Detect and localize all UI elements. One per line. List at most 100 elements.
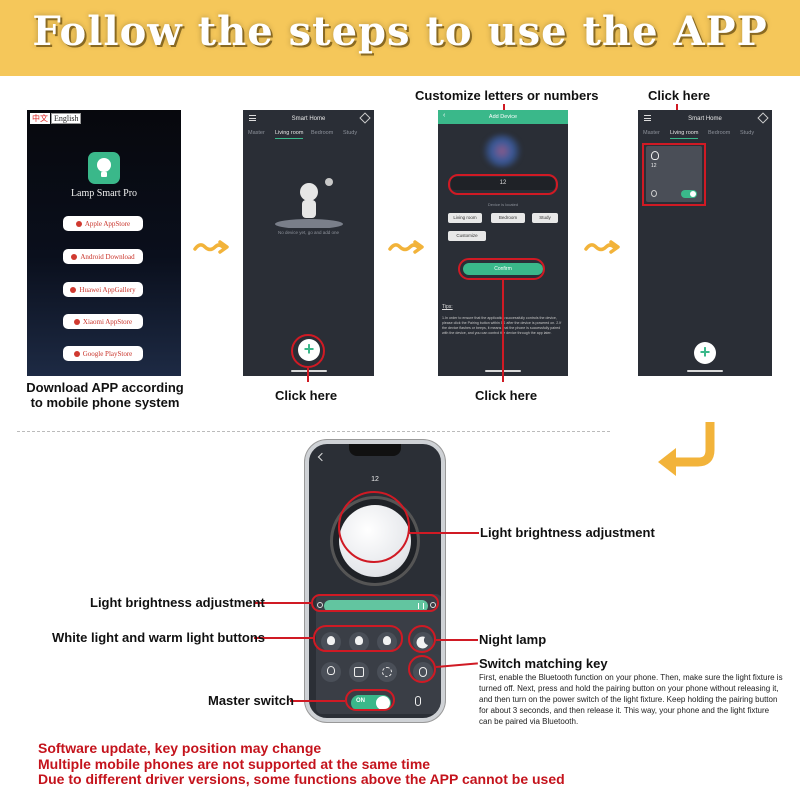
pointer-line [436,639,478,641]
tab-master[interactable]: Master [248,130,265,136]
timer-button[interactable] [349,662,369,682]
apple-appstore-button[interactable]: Apple AppStore [63,216,143,231]
highlight-box [642,143,706,206]
screen-title: Smart Home [291,116,326,122]
step2-caption: Click here [275,388,338,403]
toggle-label: ON [356,698,365,704]
brightness-slider[interactable] [324,600,428,612]
highlight-box [345,689,395,711]
microphone-icon[interactable] [415,696,421,706]
highlight-ring [408,655,436,683]
pointer-line [409,532,479,534]
section-divider [17,431,610,432]
screen-title: Smart Home [688,116,722,122]
step3-caption-top: Customize letters or numbers [415,88,599,103]
bulb-small-icon [651,190,657,197]
xiaomi-appstore-button[interactable]: Xiaomi AppStore [63,314,143,329]
tips-body: 1.In order to ensure that the applicatio… [442,316,562,335]
tab-bedroom[interactable]: Bedroom [708,130,731,136]
pointer-line [290,700,345,702]
step1-caption: Download APP according to mobile phone s… [26,380,184,410]
tab-study[interactable]: Study [343,130,358,136]
store-label: Huawei AppGallery [79,285,136,294]
control-device-name: 12 [371,476,379,483]
label-white-warm: White light and warm light buttons [52,630,266,645]
step3-caption-bottom: Click here [475,388,538,403]
note-multiple-phones: Multiple mobile phones are not supported… [38,756,431,772]
control-panel [316,594,441,714]
pointer-line [254,637,313,639]
label-night-lamp: Night lamp [479,632,547,647]
android-icon [71,253,78,260]
pointer-line [502,280,504,382]
google-play-icon [73,350,80,357]
wave-arrow-icon [584,240,620,254]
android-download-button[interactable]: Android Download [63,249,143,264]
store-label: Apple AppStore [84,219,131,228]
wave-arrow-icon [388,240,424,254]
add-device-header: ‹ Add Device [438,110,568,124]
mixed-light-button[interactable] [349,632,369,652]
empty-state-text: No device yet, go and add one [277,230,340,235]
device-name-input[interactable]: 12 [451,177,555,190]
phone-notch [349,444,401,456]
app-name: Lamp Smart Pro [70,188,138,199]
scene-icon [382,667,392,677]
white-light-button[interactable] [321,632,341,652]
page-title: Follow the steps to use the APP [32,8,768,55]
tab-master[interactable]: Master [643,130,660,136]
highlight-box [458,258,545,280]
highlight-box [311,594,439,612]
astronaut-illustration [275,178,343,228]
step1-download-screen: 中文 English Lamp Smart Pro Apple AppStore… [27,110,181,376]
step4-caption: Click here [648,88,711,103]
tab-living-room[interactable]: Living room [670,130,699,139]
store-label: Xiaomi AppStore [82,317,133,326]
lang-english-link[interactable]: English [51,113,82,124]
lang-chinese-link[interactable]: 中文 [30,113,50,124]
room-tabs: Master Living room Bedroom Study [243,130,374,142]
huawei-icon [70,286,77,293]
bulb-icon [651,151,659,160]
add-device-button[interactable]: + [694,342,716,364]
store-label: Google PlayStore [82,349,133,358]
scene-button[interactable] [377,662,397,682]
highlight-ring [291,334,325,368]
back-icon[interactable] [317,452,327,462]
tab-study[interactable]: Study [740,130,755,136]
huawei-appgallery-button[interactable]: Huawei AppGallery [63,282,143,297]
wave-arrow-icon [193,240,229,254]
pairing-description: First, enable the Bluetooth function on … [479,673,783,726]
lamp-app-icon [88,152,120,184]
device-power-toggle[interactable] [681,190,697,198]
store-label: Android Download [80,252,135,261]
tips-title: Tips: [442,304,453,310]
return-arrow-icon [658,422,715,476]
slider-handle[interactable] [418,603,424,609]
label-dial-brightness: Light brightness adjustment [480,525,655,540]
customize-room-button[interactable]: Customize [448,231,486,241]
room-option-bedroom[interactable]: Bedroom [491,213,525,223]
label-pairing-key: Switch matching key [479,656,608,671]
bulb-icon [355,636,363,645]
google-playstore-button[interactable]: Google PlayStore [63,346,143,361]
room-option-study[interactable]: Study [532,213,558,223]
room-tabs: Master Living room Bedroom Study [638,130,772,142]
menu-icon[interactable] [249,115,256,121]
confirm-button[interactable]: Confirm [463,263,543,275]
tab-living-room[interactable]: Living room [275,130,304,139]
note-software-update: Software update, key position may change [38,740,322,756]
device-located-label: Device is located [487,202,519,207]
pointer-line [254,602,311,604]
device-card[interactable]: 12 [646,146,702,202]
bulb-icon [327,636,335,645]
back-icon[interactable]: ‹ [443,112,446,119]
label-master-switch: Master switch [208,693,294,708]
highlight-ring [408,625,436,653]
bulb-mode-button[interactable] [321,662,341,682]
apple-icon [75,220,82,227]
room-option-living-room[interactable]: Living room [448,213,482,223]
device-card-name: 12 [651,163,657,169]
menu-icon[interactable] [644,115,651,121]
tab-bedroom[interactable]: Bedroom [311,130,334,136]
